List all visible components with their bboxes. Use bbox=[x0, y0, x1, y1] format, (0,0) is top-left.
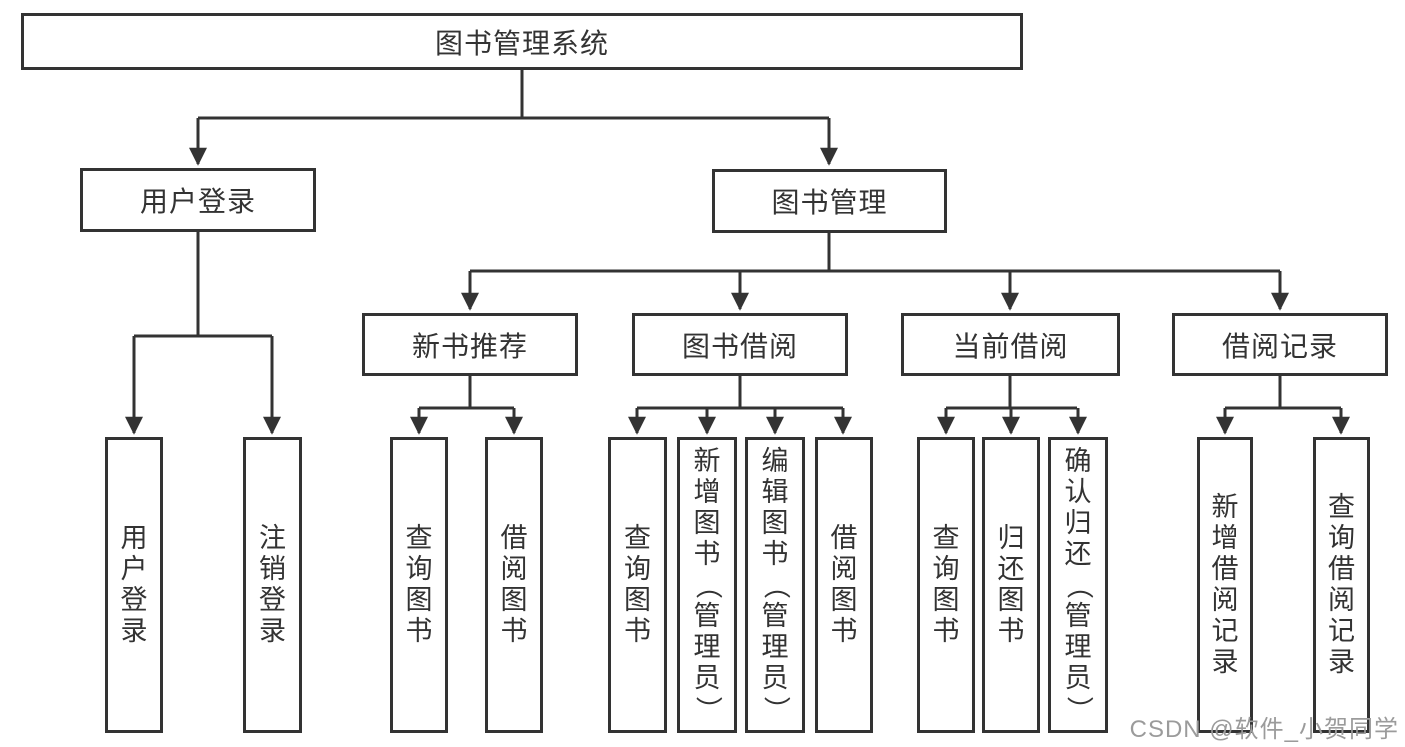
node-book-borrowing: 图书借阅 bbox=[632, 313, 848, 376]
leaf-query-books: 查询图书 bbox=[390, 437, 448, 733]
node-user-login: 用户登录 bbox=[80, 168, 316, 232]
leaf-query-books: 查询图书 bbox=[608, 437, 667, 733]
node-library-system: 图书管理系统 bbox=[21, 13, 1023, 70]
leaf-user-login: 用户登录 bbox=[105, 437, 163, 733]
leaf-logout: 注销登录 bbox=[243, 437, 302, 733]
leaf-confirm-return-admin: 确认归还（管理员） bbox=[1048, 437, 1108, 733]
node-new-book-recommendation: 新书推荐 bbox=[362, 313, 578, 376]
node-current-borrowing: 当前借阅 bbox=[901, 313, 1120, 376]
leaf-return-books: 归还图书 bbox=[982, 437, 1040, 733]
leaf-add-borrow-record: 新增借阅记录 bbox=[1197, 437, 1253, 733]
leaf-borrow-books: 借阅图书 bbox=[485, 437, 543, 733]
leaf-edit-books-admin: 编辑图书（管理员） bbox=[745, 437, 805, 733]
node-borrowing-records: 借阅记录 bbox=[1172, 313, 1388, 376]
leaf-borrow-books: 借阅图书 bbox=[815, 437, 873, 733]
leaf-query-borrow-record: 查询借阅记录 bbox=[1313, 437, 1370, 733]
leaf-add-books-admin: 新增图书（管理员） bbox=[677, 437, 737, 733]
leaf-query-books: 查询图书 bbox=[917, 437, 975, 733]
csdn-watermark: CSDN @软件_小贺同学 bbox=[1129, 716, 1399, 743]
node-book-management: 图书管理 bbox=[712, 169, 947, 233]
